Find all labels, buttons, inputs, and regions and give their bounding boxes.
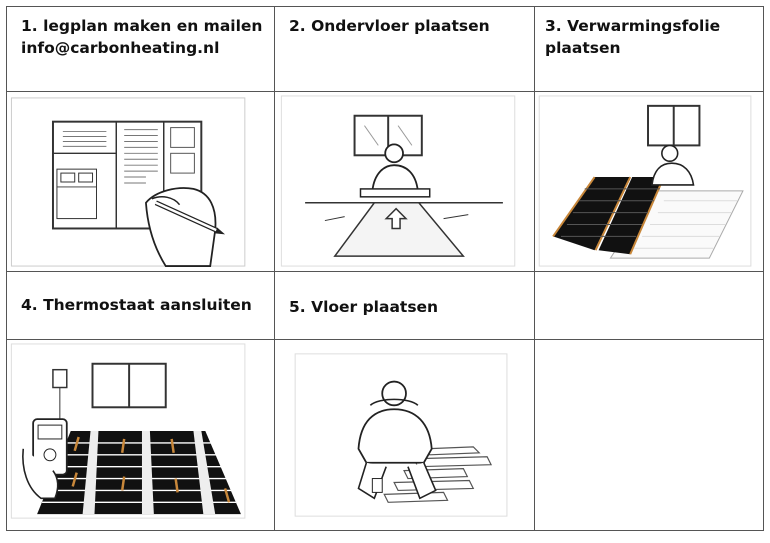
heating-film-installation-illustration [538,95,752,267]
step-4-label: 4. Thermostaat aansluiten [21,296,252,314]
step-5-illustration [274,339,535,531]
step-3-header: 3. Verwarmingsfolie plaatsen [534,6,764,92]
thermostat-connection-illustration [10,343,246,519]
step-1-illustration [6,91,275,272]
empty-header-cell [534,271,764,340]
underlay-installation-illustration [280,95,516,267]
floorplan-drawing-illustration [10,97,246,267]
step-4-header: 4. Thermostaat aansluiten [6,271,275,340]
step-3-label: 3. Verwarmingsfolie plaatsen [545,17,721,57]
step-5-label: 5. Vloer plaatsen [289,298,439,316]
step-5-header: 5. Vloer plaatsen [274,271,535,340]
step-1-label: 1. legplan maken en mailen info@carbonhe… [21,17,263,57]
step-2-illustration [274,91,535,272]
empty-illustration-cell [534,339,764,531]
step-4-illustration [6,339,275,531]
step-1-header: 1. legplan maken en mailen info@carbonhe… [6,6,275,92]
step-2-header: 2. Ondervloer plaatsen [274,6,535,92]
step-2-label: 2. Ondervloer plaatsen [289,17,490,35]
step-3-illustration [534,91,764,272]
floor-laying-illustration [294,353,508,517]
